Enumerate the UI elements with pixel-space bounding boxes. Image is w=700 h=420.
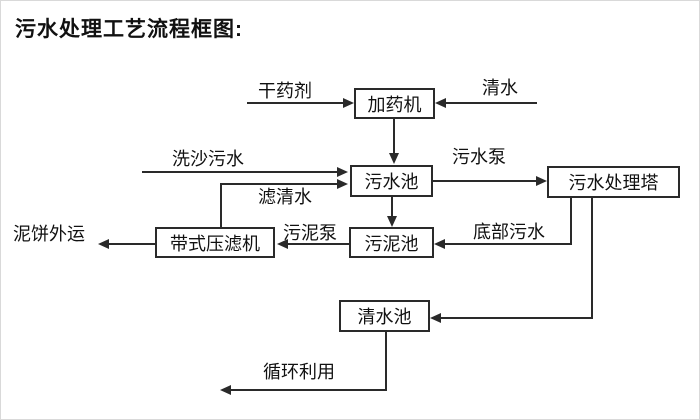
page-title: 污水处理工艺流程框图: [15,18,243,41]
connector-recycle-horizontal [231,389,387,391]
label-mud-cake-out: 泥饼外运 [13,224,85,244]
node-sewage-pool: 污水池 [350,165,433,197]
label-recycle: 循环利用 [263,362,335,382]
arrowhead-left-recycle [220,385,231,395]
connector-dosing-to-sewage [393,119,395,154]
connector-tower-to-clean-vertical [591,196,593,319]
arrowhead-right-sewage-pump [536,176,547,186]
label-sand-washing-sewage: 洗沙污水 [172,149,244,169]
arrowhead-right-sand-washing [337,167,348,177]
node-belt-filter-press: 带式压滤机 [155,227,275,258]
connector-sewage-pump [433,180,536,182]
arrowhead-down-dosing-to-sewage [389,153,399,164]
arrowhead-right-filtered-water [337,179,348,189]
connector-recycle-vertical [385,332,387,391]
arrowhead-down-sewage-to-sludge [387,216,397,227]
node-clean-water-pool: 清水池 [339,300,430,332]
arrowhead-left-tower-to-clean [430,313,441,323]
connector-dry-agent [247,102,343,104]
connector-bottom-sewage-horizontal [445,243,572,245]
arrowhead-left-mud-cake-out [98,239,109,249]
arrowhead-left-sludge-pump [277,239,288,249]
node-dosing-machine: 加药机 [354,88,435,119]
connector-tower-to-clean-horizontal [441,317,593,319]
node-sludge-pool: 污泥池 [349,227,434,258]
label-bottom-sewage: 底部污水 [473,222,545,242]
connector-mud-cake-out [109,243,155,245]
label-clean-water: 清水 [482,78,518,98]
connector-bottom-sewage-vertical [570,196,572,245]
node-treatment-tower: 污水处理塔 [547,166,680,198]
label-sewage-pump: 污水泵 [452,147,506,167]
connector-filtered-water-vertical [220,183,222,227]
connector-clean-water-in [446,102,537,104]
label-filtered-water: 滤清水 [258,187,312,207]
arrowhead-left-clean-water-in [435,98,446,108]
label-dry-agent: 干药剂 [258,81,312,101]
connector-filtered-water-horizontal [220,183,337,185]
connector-sand-washing [142,171,337,173]
connector-sludge-pump [288,243,349,245]
label-sludge-pump: 污泥泵 [283,223,337,243]
arrowhead-right-dry-agent [343,98,354,108]
connector-sewage-to-sludge [391,197,393,218]
arrowhead-left-bottom-sewage [434,239,445,249]
